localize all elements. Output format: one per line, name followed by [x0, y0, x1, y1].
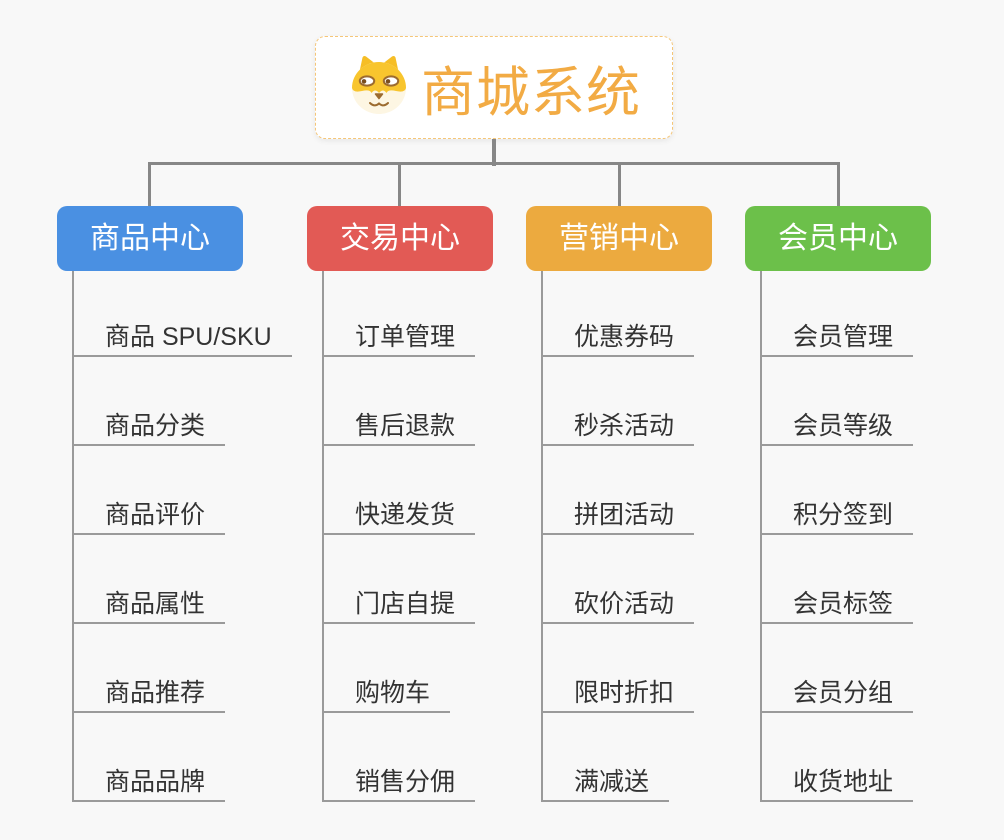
child-node[interactable]: 会员等级	[760, 408, 914, 446]
child-node[interactable]: 商品评价	[72, 497, 226, 535]
child-node[interactable]: 秒杀活动	[541, 408, 695, 446]
connector-drop-member	[837, 164, 840, 207]
child-node[interactable]: 收货地址	[760, 764, 914, 802]
branch-trunk-trade	[322, 271, 324, 802]
child-node[interactable]: 快递发货	[322, 497, 476, 535]
connector-drop-trade	[398, 164, 401, 207]
child-node[interactable]: 限时折扣	[541, 675, 695, 713]
connector-horizontal	[148, 162, 840, 165]
child-node[interactable]: 商品推荐	[72, 675, 226, 713]
child-node[interactable]: 拼团活动	[541, 497, 695, 535]
branch-node-goods[interactable]: 商品中心	[57, 206, 243, 271]
child-node[interactable]: 优惠券码	[541, 319, 695, 357]
connector-drop-goods	[148, 164, 151, 207]
branch-node-trade[interactable]: 交易中心	[307, 206, 493, 271]
root-title: 商城系统	[421, 63, 641, 123]
branch-node-member[interactable]: 会员中心	[745, 206, 931, 271]
child-node[interactable]: 购物车	[322, 675, 451, 713]
connector-drop-marketing	[618, 164, 621, 207]
child-node[interactable]: 商品品牌	[72, 764, 226, 802]
child-node[interactable]: 销售分佣	[322, 764, 476, 802]
child-node[interactable]: 会员标签	[760, 586, 914, 624]
child-node[interactable]: 商品分类	[72, 408, 226, 446]
dog-face-icon	[347, 54, 411, 121]
child-node[interactable]: 商品 SPU/SKU	[72, 319, 292, 357]
child-node[interactable]: 砍价活动	[541, 586, 695, 624]
child-node[interactable]: 门店自提	[322, 586, 476, 624]
child-node[interactable]: 订单管理	[322, 319, 476, 357]
branch-trunk-member	[760, 271, 762, 802]
child-node[interactable]: 会员管理	[760, 319, 914, 357]
branch-node-marketing[interactable]: 营销中心	[526, 206, 712, 271]
child-node[interactable]: 积分签到	[760, 497, 914, 535]
child-node[interactable]: 会员分组	[760, 675, 914, 713]
child-node[interactable]: 售后退款	[322, 408, 476, 446]
child-node[interactable]: 商品属性	[72, 586, 226, 624]
branch-trunk-goods	[72, 271, 74, 802]
root-node[interactable]: 商城系统	[315, 36, 673, 139]
branch-trunk-marketing	[541, 271, 543, 802]
connector-root-stub	[492, 139, 496, 166]
child-node[interactable]: 满减送	[541, 764, 670, 802]
